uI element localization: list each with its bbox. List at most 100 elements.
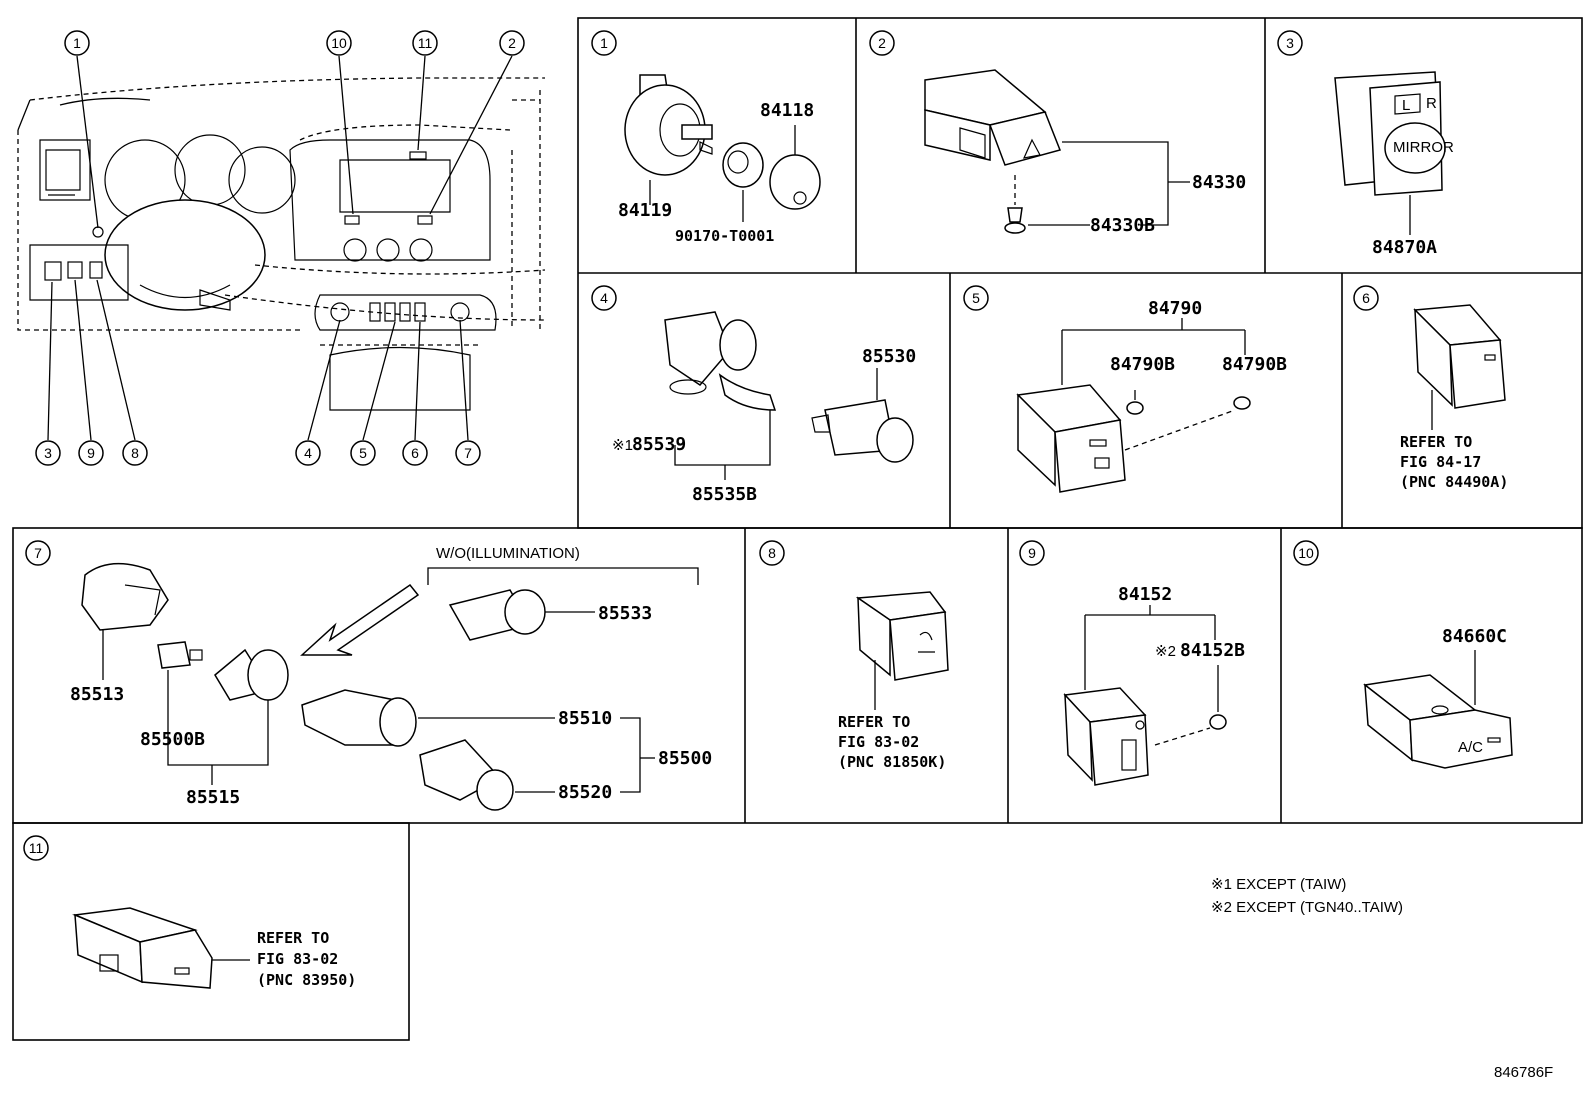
svg-text:7: 7: [464, 445, 472, 461]
svg-text:1: 1: [73, 35, 81, 51]
wo-illumination-header: W/O(ILLUMINATION): [436, 545, 580, 562]
switch-8-drawing: [855, 591, 949, 681]
callout-4: 4: [295, 440, 321, 466]
part-85500B: 85500B: [140, 729, 205, 750]
svg-text:2: 2: [508, 35, 516, 51]
svg-text:10: 10: [331, 35, 347, 51]
part-84790: 84790: [1148, 298, 1202, 319]
svg-text:6: 6: [411, 445, 419, 461]
svg-text:5: 5: [359, 445, 367, 461]
part-84330: 84330: [1192, 172, 1246, 193]
panel-5-index: 5: [963, 285, 989, 311]
part-85510: 85510: [558, 708, 612, 729]
refer-11-line3: (PNC 83950): [257, 971, 356, 989]
panel-1: 1 84118 84119 90170-T0001: [591, 30, 821, 245]
part-84790B-right: 84790B: [1222, 354, 1287, 375]
panel-grid: [12, 17, 1583, 1041]
part-85513-drawing: [81, 562, 169, 631]
socket-drawing: [664, 311, 777, 411]
svg-text:6: 6: [1362, 290, 1370, 306]
figure-code: 846786F: [1494, 1064, 1553, 1081]
svg-text:8: 8: [768, 545, 776, 561]
mirror-button-label: MIRROR: [1393, 139, 1454, 156]
svg-text:4: 4: [304, 445, 312, 461]
part-85539: 85539: [632, 434, 686, 455]
svg-text:5: 5: [972, 290, 980, 306]
dashboard-overview: 1 10 11 2 3 9 8 4 5 6 7: [17, 30, 546, 466]
svg-text:3: 3: [1286, 35, 1294, 51]
switch-label-r: R: [1426, 95, 1437, 112]
panel-2: 2 84330 84330B: [869, 30, 1246, 236]
svg-text:9: 9: [87, 445, 95, 461]
part-84152B: 84152B: [1180, 640, 1245, 661]
switch-label-l: L: [1402, 97, 1410, 114]
panel-1-index: 1: [591, 30, 617, 56]
switch-5-drawing: [1016, 384, 1251, 493]
part-84790B-left: 84790B: [1110, 354, 1175, 375]
callout-1: 1: [64, 30, 90, 56]
callout-6: 6: [402, 440, 428, 466]
panel-11-index: 11: [23, 835, 49, 861]
part-85533: 85533: [598, 603, 652, 624]
ac-switch-drawing: A/C: [1363, 674, 1513, 769]
svg-text:1: 1: [600, 35, 608, 51]
svg-text:11: 11: [418, 35, 433, 51]
svg-text:3: 3: [44, 445, 52, 461]
part-85530: 85530: [862, 346, 916, 367]
refer-6-line3: (PNC 84490A): [1400, 473, 1508, 491]
panel-10: 10 A/C 84660C: [1293, 540, 1513, 769]
callout-3: 3: [35, 440, 61, 466]
svg-text:10: 10: [1298, 545, 1314, 561]
hazard-switch-drawing: [924, 69, 1062, 234]
panel-8: 8 REFER TO FIG 83-02 (PNC 81850K): [759, 540, 949, 771]
part-90170-T0001: 90170-T0001: [675, 227, 774, 245]
part-85513: 85513: [70, 684, 124, 705]
part-84870A: 84870A: [1372, 237, 1437, 258]
part-84119: 84119: [618, 200, 672, 221]
panel-4: 4 85530 ※1 85539 85535B: [591, 285, 916, 505]
knob-drawing: [722, 142, 821, 210]
callout-7: 7: [455, 440, 481, 466]
lighter-plug-drawing: [419, 739, 514, 811]
panel-11: 11 REFER TO FIG 83-02 (PNC 83950): [23, 835, 356, 989]
refer-11-line1: REFER TO: [257, 929, 329, 947]
footnote-1: ※1 EXCEPT (TAIW): [1211, 876, 1346, 893]
mirror-switch-drawing: L R MIRROR: [1334, 71, 1454, 196]
panel-5: 5 84790 84790B 84790B: [963, 285, 1287, 493]
part-84330B: 84330B: [1090, 215, 1155, 236]
svg-text:7: 7: [34, 545, 42, 561]
part-85515: 85515: [186, 787, 240, 808]
cigarette-lighter-drawing: [811, 399, 914, 463]
callout-8: 8: [122, 440, 148, 466]
refer-6-line1: REFER TO: [1400, 433, 1472, 451]
switch-11-drawing: [72, 907, 213, 989]
callout-2: 2: [499, 30, 525, 56]
lighter-socket-drawing: [301, 689, 417, 747]
refer-8-line2: FIG 83-02: [838, 733, 919, 751]
refer-8-line1: REFER TO: [838, 713, 910, 731]
panel-4-index: 4: [591, 285, 617, 311]
panel-9-index: 9: [1019, 540, 1045, 566]
switch-6-drawing: [1413, 304, 1506, 409]
svg-text:8: 8: [131, 445, 139, 461]
panel-6: 6 REFER TO FIG 84-17 (PNC 84490A): [1353, 285, 1508, 491]
note-mark-2: ※2: [1155, 643, 1176, 660]
part-85500B-drawing: [157, 641, 203, 669]
part-84152: 84152: [1118, 584, 1172, 605]
svg-text:2: 2: [878, 35, 886, 51]
panel-7-index: 7: [25, 540, 51, 566]
panel-8-index: 8: [759, 540, 785, 566]
panel-9: 9 84152 ※2 84152B: [1019, 540, 1245, 786]
arrow-indicator: [300, 583, 420, 656]
callout-10: 10: [326, 30, 352, 56]
svg-text:9: 9: [1028, 545, 1036, 561]
refer-6-line2: FIG 84-17: [1400, 453, 1481, 471]
panel-3-index: 3: [1277, 30, 1303, 56]
panel-3: 3 L R MIRROR 84870A: [1277, 30, 1454, 258]
part-84660C: 84660C: [1442, 626, 1507, 647]
rheostat-switch-drawing: [624, 74, 713, 176]
part-85515-drawing: [214, 648, 289, 701]
note-mark-1: ※1: [612, 437, 633, 454]
panel-6-index: 6: [1353, 285, 1379, 311]
